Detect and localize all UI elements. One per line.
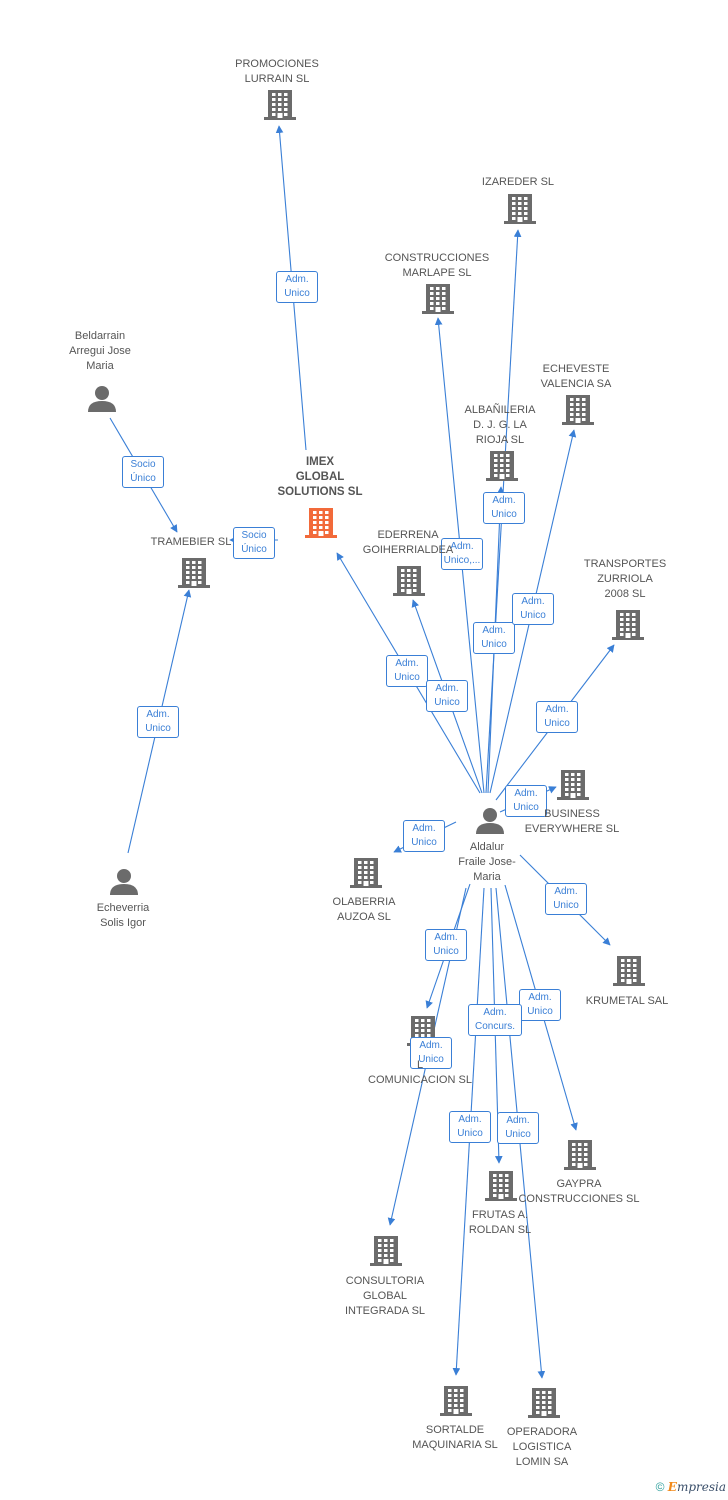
node-label-aldalur[interactable]: Aldalur Fraile Jose- Maria xyxy=(458,841,516,883)
node-label-business[interactable]: BUSINESS EVERYWHERE SL xyxy=(524,808,620,835)
brand-logo: Empresia xyxy=(668,1480,726,1494)
node-label-operadora[interactable]: OPERADORA LOGISTICA LOMIN SA xyxy=(506,1426,578,1468)
node-label-izareder[interactable]: IZAREDER SL xyxy=(481,176,555,188)
building-icon-gaypra[interactable] xyxy=(564,1140,596,1170)
node-label-tramebier[interactable]: TRAMEBIER SL xyxy=(150,536,232,548)
edge-label-olaberria[interactable]: Adm. Unico xyxy=(403,820,445,852)
edge-label-promociones[interactable]: Adm. Unico xyxy=(276,271,318,303)
building-icon-transportes[interactable] xyxy=(612,610,644,640)
edge-label-echeveste[interactable]: Adm. Unico xyxy=(512,593,554,625)
node-label-marlape[interactable]: CONSTRUCCIONES MARLAPE SL xyxy=(384,252,490,279)
node-label-ederrena[interactable]: EDERRENA GOIHERRIALDEA xyxy=(362,529,454,556)
edge-label-imex[interactable]: Adm. Unico xyxy=(386,655,428,687)
edge-label-izareder[interactable]: Adm. Unico xyxy=(473,622,515,654)
edge-label-comunicacion[interactable]: Adm. Unico xyxy=(425,929,467,961)
node-label-olaberria[interactable]: OLABERRIA AUZOA SL xyxy=(332,896,396,923)
node-label-imex[interactable]: IMEX GLOBAL SOLUTIONS SL xyxy=(277,456,363,498)
building-icon-marlape[interactable] xyxy=(422,284,454,314)
edge-label-sortalde[interactable]: Adm. Unico xyxy=(449,1111,491,1143)
edge-label-tramebier[interactable]: Adm. Unico xyxy=(137,706,179,738)
node-label-echeveste[interactable]: ECHEVESTE VALENCIA SA xyxy=(540,363,612,390)
edge-label-business[interactable]: Adm. Unico xyxy=(505,785,547,817)
person-icon-aldalur[interactable] xyxy=(476,808,504,834)
node-label-frutas[interactable]: FRUTAS A. ROLDAN SL xyxy=(468,1209,532,1236)
building-icon-consultoria[interactable] xyxy=(370,1236,402,1266)
edge-label-gaypra[interactable]: Adm. Unico xyxy=(519,989,561,1021)
node-label-consultoria[interactable]: CONSULTORIA GLOBAL INTEGRADA SL xyxy=(344,1275,426,1317)
node-label-krumetal[interactable]: KRUMETAL SAL xyxy=(585,995,669,1007)
edge-label-transportes[interactable]: Adm. Unico xyxy=(536,701,578,733)
edge-label-tramebier[interactable]: Socio Único xyxy=(233,527,275,559)
building-icon-operadora[interactable] xyxy=(528,1388,560,1418)
edge-label-operadora[interactable]: Adm. Unico xyxy=(497,1112,539,1144)
node-label-promociones[interactable]: PROMOCIONES LURRAIN SL xyxy=(235,58,319,85)
node-label-beldarrain[interactable]: Beldarrain Arregui Jose Maria xyxy=(69,330,131,372)
brand-name: mpresia xyxy=(676,1480,726,1494)
edge-label-consultoria[interactable]: Adm. Unico xyxy=(410,1037,452,1069)
person-icon-beldarrain[interactable] xyxy=(88,386,116,412)
main-company-icon-imex[interactable] xyxy=(305,508,337,538)
building-icon-echeveste[interactable] xyxy=(562,395,594,425)
person-icon-echeverria[interactable] xyxy=(110,869,138,895)
building-icon-promociones[interactable] xyxy=(264,90,296,120)
building-icon-sortalde[interactable] xyxy=(440,1386,472,1416)
brand-initial: E xyxy=(667,1480,677,1494)
building-icon-krumetal[interactable] xyxy=(613,956,645,986)
node-label-sortalde[interactable]: SORTALDE MAQUINARIA SL xyxy=(412,1424,498,1451)
edge-label-tramebier[interactable]: Socio Único xyxy=(122,456,164,488)
building-icon-olaberria[interactable] xyxy=(350,858,382,888)
node-label-echeverria[interactable]: Echeverria Solis Igor xyxy=(96,902,150,929)
building-icon-frutas[interactable] xyxy=(485,1171,517,1201)
node-label-gaypra[interactable]: GAYPRA CONSTRUCCIONES SL xyxy=(518,1178,640,1205)
node-label-comunicacion[interactable]: L COMUNICACION SL xyxy=(368,1059,472,1086)
building-icon-tramebier[interactable] xyxy=(178,558,210,588)
edge-label-frutas[interactable]: Adm. Concurs. xyxy=(468,1004,522,1036)
building-icon-izareder[interactable] xyxy=(504,194,536,224)
copyright-symbol: © xyxy=(655,1480,665,1494)
building-icon-ederrena[interactable] xyxy=(393,566,425,596)
edge-label-krumetal[interactable]: Adm. Unico xyxy=(545,883,587,915)
footer-brand: © Empresia xyxy=(656,1480,726,1494)
building-icon-business[interactable] xyxy=(557,770,589,800)
building-icon-albanileria[interactable] xyxy=(486,451,518,481)
edge-label-albanileria[interactable]: Adm. Unico xyxy=(483,492,525,524)
node-label-albanileria[interactable]: ALBAÑILERIA D. J. G. LA RIOJA SL xyxy=(464,404,536,446)
edge-label-ederrena[interactable]: Adm. Unico xyxy=(426,680,468,712)
edge-label-marlape[interactable]: Adm. Unico,... xyxy=(441,538,483,570)
node-label-transportes[interactable]: TRANSPORTES ZURRIOLA 2008 SL xyxy=(583,558,667,600)
